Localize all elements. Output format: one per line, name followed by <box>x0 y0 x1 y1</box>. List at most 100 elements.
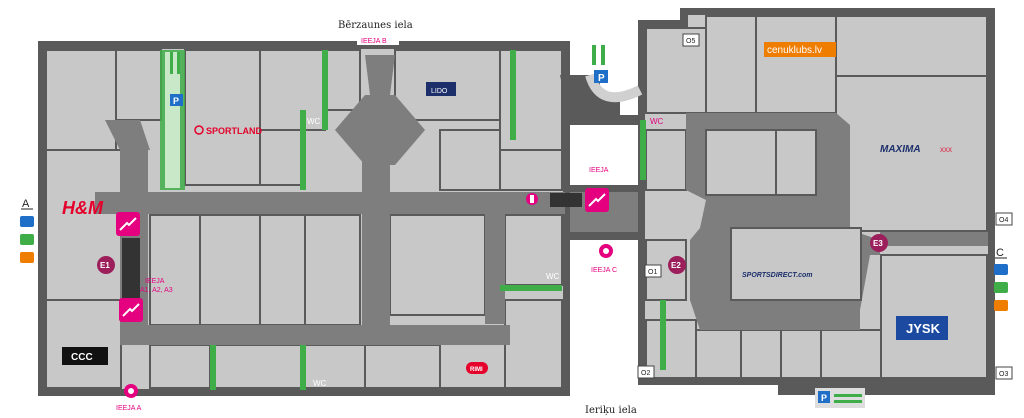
shop-tile[interactable] <box>645 129 687 191</box>
svg-text:O1: O1 <box>648 269 657 276</box>
shop-tile[interactable] <box>780 329 822 379</box>
shop-tile[interactable] <box>45 299 122 389</box>
shop-tile[interactable] <box>695 329 742 379</box>
street-south-label: Ieriķu iela <box>585 405 637 416</box>
bus-icon <box>994 264 1008 275</box>
corridor-entrance-b <box>365 55 395 95</box>
plaza-north <box>335 95 425 165</box>
elevator-e1[interactable]: E1 <box>97 256 115 274</box>
elevator-e3-label: E3 <box>873 239 883 248</box>
parking-icon[interactable] <box>594 70 608 83</box>
street-north-label: Bērzaunes iela <box>338 20 413 31</box>
svg-text:O2: O2 <box>641 370 650 377</box>
green-path <box>210 345 216 390</box>
minibus-icon <box>994 300 1008 311</box>
green-arrow <box>834 400 862 403</box>
green-path <box>322 50 328 130</box>
shop-tile[interactable] <box>504 214 563 286</box>
store-ccc: CCC <box>71 352 93 363</box>
shop-tile[interactable] <box>45 49 117 151</box>
exit-o5[interactable]: O5 <box>682 33 700 47</box>
green-arrow <box>601 45 605 65</box>
side-letter-c: C <box>996 247 1004 259</box>
store-maxima-mark: XXX <box>940 148 952 154</box>
store-cenuklubs-badge[interactable] <box>764 42 836 57</box>
entrance-left-label: IEEJA <box>145 278 165 285</box>
store-sportsdirect[interactable]: SPORTSDIRECT.com <box>742 272 813 279</box>
shop-tile[interactable] <box>324 49 361 111</box>
shop-tile[interactable] <box>775 129 817 196</box>
elevator-e1-label: E1 <box>100 261 110 270</box>
corridor-nw <box>105 120 150 150</box>
parking-icon[interactable] <box>818 391 830 403</box>
shop-sportsdirect[interactable] <box>730 227 862 301</box>
wc-label: WC <box>650 117 664 126</box>
elevator-e1-pin[interactable] <box>97 256 115 274</box>
entrance-b-label: IEEJA B <box>361 38 387 45</box>
escalator-icon-glyph <box>122 303 140 317</box>
store-ccc-badge[interactable] <box>62 347 108 365</box>
exit-o2[interactable]: O2 <box>637 365 655 379</box>
shop-tile[interactable] <box>364 344 441 389</box>
escalator-bank <box>122 238 140 298</box>
shop-tile[interactable] <box>740 329 782 379</box>
shop-tile[interactable] <box>149 214 201 326</box>
info-desk <box>550 193 582 207</box>
shop-maxima[interactable] <box>835 75 988 232</box>
shop-tile[interactable] <box>705 15 757 114</box>
exit-o3[interactable]: O3 <box>995 366 1013 380</box>
store-jysk: JYSK <box>906 321 941 336</box>
corridor-south <box>120 325 510 345</box>
elevator-e2[interactable]: E2 <box>668 256 686 274</box>
elevator-e2-pin[interactable] <box>668 256 686 274</box>
exit-o1[interactable]: O1 <box>644 264 662 278</box>
entrance-c-label: IEEJA C <box>591 267 617 274</box>
store-jysk-badge[interactable] <box>896 316 948 340</box>
trolleybus-icon <box>994 282 1008 293</box>
store-rimi: RIMI <box>470 367 483 373</box>
entrance-a-label: IEEJA A <box>116 405 142 412</box>
elevator-e3[interactable]: E3 <box>870 234 888 252</box>
info-icon-glyph <box>530 195 534 203</box>
shop-tile[interactable] <box>835 15 988 77</box>
entrance-a-icon-inner <box>128 388 134 394</box>
shop-tile[interactable] <box>439 129 501 191</box>
svg-text:SPORTLAND: SPORTLAND <box>206 126 263 136</box>
shop-tile[interactable] <box>705 129 777 196</box>
entrance-c-icon-inner <box>603 248 609 254</box>
shop-tile[interactable] <box>304 214 361 326</box>
parking-icon[interactable] <box>170 94 183 106</box>
shop-tile[interactable] <box>184 49 261 186</box>
shop-tile[interactable] <box>115 49 162 121</box>
sportland-logo-icon <box>194 125 204 135</box>
store-lido-badge[interactable] <box>426 82 456 96</box>
shop-tile[interactable] <box>645 27 707 114</box>
shop-tile[interactable] <box>209 344 306 389</box>
wc-label: WC <box>307 117 321 126</box>
parking-ramp <box>585 73 643 103</box>
trolleybus-icon <box>20 234 34 245</box>
elevator-e3-pin[interactable] <box>870 234 888 252</box>
shop-tile[interactable] <box>820 329 882 379</box>
shop-tile[interactable] <box>259 129 306 186</box>
shop-tile[interactable] <box>259 214 306 326</box>
shop-tile[interactable] <box>45 149 122 301</box>
shop-tile[interactable] <box>199 214 261 326</box>
entrance-b-box[interactable] <box>357 35 399 45</box>
shop-tile[interactable] <box>499 49 563 151</box>
green-path <box>640 120 646 180</box>
store-rimi-badge[interactable] <box>466 362 488 374</box>
shop-tile[interactable] <box>499 149 563 191</box>
shop-tile[interactable] <box>755 15 837 114</box>
store-hm[interactable]: H&M <box>62 198 104 218</box>
store-maxima[interactable]: MAXIMA <box>880 144 921 155</box>
exit-o4[interactable]: O4 <box>995 212 1013 226</box>
shop-tile[interactable] <box>149 344 211 389</box>
connector-notch <box>560 75 640 125</box>
store-sportland[interactable]: SPORTLAND <box>194 125 263 136</box>
green-path <box>510 50 516 140</box>
green-path <box>660 300 666 370</box>
shop-tile[interactable] <box>504 299 563 389</box>
shop-tile[interactable] <box>389 214 486 316</box>
green-path <box>300 345 306 390</box>
